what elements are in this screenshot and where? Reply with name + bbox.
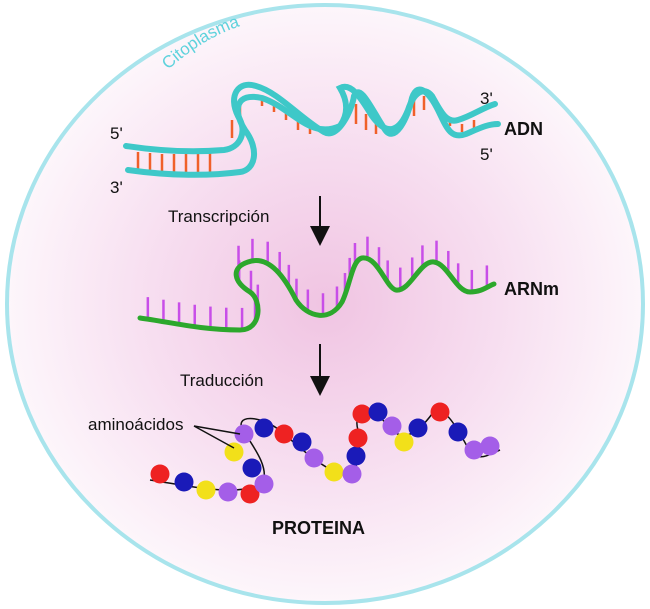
cell-membrane [5, 3, 645, 605]
translation-label: Traducción [180, 371, 263, 390]
amino-acid-bead [430, 402, 450, 422]
mrna-strand [137, 255, 497, 333]
amino-acid-bead [346, 446, 366, 466]
amino-acid-bead [304, 448, 324, 468]
amino-acid-bead [150, 464, 170, 484]
amino-acid-bead [464, 440, 484, 460]
amino-acid-bead [218, 482, 238, 502]
dna-label-left-top: 5' [110, 124, 123, 143]
amino-acid-bead [224, 442, 244, 462]
amino-acid-bead [292, 432, 312, 452]
dna-label-left-bottom: 3' [110, 178, 123, 197]
amino-acid-bead [382, 416, 402, 436]
amino-acids-label: aminoácidos [88, 415, 183, 434]
amino-acid-bead [196, 480, 216, 500]
amino-acid-bead [448, 422, 468, 442]
amino-acid-chain [150, 402, 500, 504]
amino-acid-bead [408, 418, 428, 438]
amino-acid-bead [324, 462, 344, 482]
amino-acid-bead [348, 428, 368, 448]
transcription-label: Transcripción [168, 207, 269, 226]
amino-acid-bead [342, 464, 362, 484]
amino-acid-bead [240, 484, 260, 504]
amino-acid-bead [394, 432, 414, 452]
dna-double-helix [123, 81, 501, 178]
amino-acid-bead [480, 436, 500, 456]
amino-acid-bead [254, 474, 274, 494]
amino-acid-bead [368, 402, 388, 422]
dna-label-right-top: 3' [480, 89, 493, 108]
dna-label: ADN [504, 119, 543, 139]
dna-strand-front [123, 81, 501, 155]
amino-acid-bead [174, 472, 194, 492]
amino-acid-bead [254, 418, 274, 438]
dna-label-right-bottom: 5' [480, 145, 493, 164]
amino-acid-pointer-1 [193, 425, 241, 435]
amino-acid-bead [234, 424, 254, 444]
mrna-label: ARNm [504, 279, 559, 299]
protein-label: PROTEINA [272, 518, 365, 538]
amino-acid-bead [274, 424, 294, 444]
amino-acid-bead [352, 404, 372, 424]
amino-acid-pointer-2 [193, 425, 235, 449]
mrna-strand-group [137, 236, 497, 333]
amino-acid-bead [242, 458, 262, 478]
